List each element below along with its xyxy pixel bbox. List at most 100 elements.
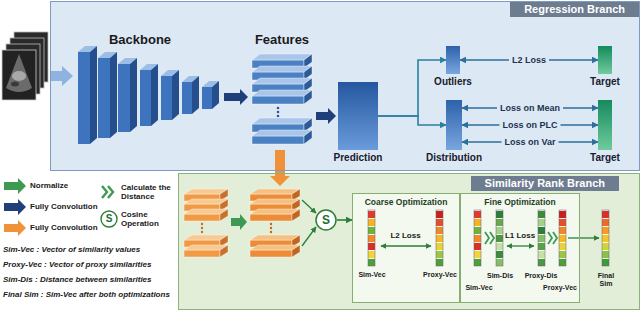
loss-label: L1 Loss xyxy=(505,231,535,240)
panel-ground xyxy=(460,193,580,303)
feature-wire xyxy=(302,227,316,246)
section-label: Features xyxy=(255,33,309,48)
distance-vector xyxy=(538,210,545,266)
branch-title: Similarity Rank Branch xyxy=(471,176,619,191)
legend-chevron xyxy=(108,186,113,198)
operator-symbol: S xyxy=(106,213,113,225)
distance-vector xyxy=(496,210,503,266)
normalized-feature-stack xyxy=(270,223,272,225)
backbone-blocks xyxy=(78,46,219,144)
normalized-feature-stack xyxy=(250,245,300,257)
vector-label: Proxy-Vec xyxy=(543,284,577,292)
feature-wire xyxy=(302,200,316,213)
legend-anchor: Cosine Operation xyxy=(121,210,175,228)
definition-note: Sim-Dis : Distance between similarities xyxy=(3,275,152,284)
loss-arrow xyxy=(507,245,534,246)
legend-chevron xyxy=(102,186,107,198)
proxy-vector xyxy=(436,210,443,266)
cosine-circle-outline xyxy=(316,210,336,230)
panel-ground xyxy=(178,173,640,310)
backbone-blocks xyxy=(212,81,219,109)
ultrasound-stack xyxy=(11,82,19,87)
connector-arrow xyxy=(337,219,352,221)
similarity-vector xyxy=(474,210,481,266)
definition-note: Proxy-Vec : Vector of proxy similarities xyxy=(3,260,151,269)
similarity-vector xyxy=(474,210,481,266)
loss-label: Loss on PLC xyxy=(499,120,560,131)
target-bar: Target xyxy=(598,46,612,74)
label-anchor: Sim-Dis : Distance between similarities xyxy=(3,275,152,284)
bar-label: Prediction xyxy=(334,152,383,164)
distance-chevron xyxy=(485,232,489,244)
label-anchor: Proxy-Vec xyxy=(423,271,457,279)
distance-vector xyxy=(496,210,503,266)
loss-label: Loss on Mean xyxy=(497,103,563,114)
bar-label: Distribution xyxy=(426,152,482,164)
backbone-blocks xyxy=(192,76,199,114)
final-vector xyxy=(602,210,609,266)
bar-label: Target xyxy=(590,152,620,164)
similarity-vector xyxy=(368,210,375,266)
distance-chevron xyxy=(485,232,557,244)
distance-vector xyxy=(496,210,545,266)
vector-label: Proxy-Dis xyxy=(525,272,558,280)
final-vector xyxy=(602,210,609,266)
orange-feature-stack xyxy=(201,223,203,225)
legend-anchor: Normalize xyxy=(30,181,68,190)
input-arrow xyxy=(50,66,73,86)
backbone-blocks xyxy=(90,46,97,144)
loss-label: Loss on Var xyxy=(501,137,558,148)
label-anchor: L1 Loss xyxy=(505,231,535,240)
vector-label: Sim-Vec xyxy=(358,271,385,279)
definition-note: Final Sim : Sim-Vec after both optimizat… xyxy=(3,290,170,299)
similarity-vector xyxy=(368,210,481,266)
label-anchor: S xyxy=(106,213,113,225)
edge-label-anchor: Loss on PLC xyxy=(499,120,560,131)
box-heading: Coarse Optimization xyxy=(365,197,448,208)
bar-label: Target xyxy=(590,76,620,88)
label-anchor: Sim-Dis xyxy=(487,272,513,280)
label-anchor: Final Sim : Sim-Vec after both optimizat… xyxy=(3,290,170,299)
vector-label: Sim-Vec xyxy=(465,284,492,292)
label-anchor: Proxy-Vec xyxy=(543,284,577,292)
similarity-vector xyxy=(368,210,375,266)
target-bar: Target xyxy=(598,100,612,150)
orange-feature-stack xyxy=(184,209,228,221)
vector-label: Sim-Dis xyxy=(487,272,513,280)
backbone-blocks xyxy=(182,82,192,114)
legend-convolution-arrow xyxy=(4,199,26,215)
normalized-feature-stack xyxy=(250,189,300,257)
label-anchor: Proxy-Vec : Vector of proxy similarities xyxy=(3,260,151,269)
orange-feature-stack xyxy=(184,245,228,257)
orange-convolution-arrow xyxy=(270,150,290,186)
feature-stack xyxy=(277,107,280,110)
distance-chevron xyxy=(548,232,552,244)
operator-symbol: S xyxy=(322,214,330,226)
box-heading: Fine Optimization xyxy=(484,197,555,208)
distribution-bar: Distribution xyxy=(446,100,462,150)
legend-cosine-circle xyxy=(101,211,117,227)
legend-normalize-arrow xyxy=(4,178,26,194)
distance-chevron xyxy=(553,232,557,244)
orange-feature-stack xyxy=(201,231,203,233)
label-anchor: Sim-Vec xyxy=(465,284,492,292)
vector-label: Proxy-Vec xyxy=(423,271,457,279)
proxy-vector xyxy=(436,210,566,266)
legend-anchor: Calculate the Distance xyxy=(121,183,175,201)
fully-convolution-arrow xyxy=(224,89,248,105)
backbone-blocks xyxy=(140,70,151,126)
legend-text: Calculate the Distance xyxy=(121,183,175,201)
connector-arrow xyxy=(378,116,446,125)
normalized-feature-stack xyxy=(270,227,272,229)
feature-stack xyxy=(252,54,312,144)
backbone-blocks xyxy=(161,76,172,120)
legend-orange-arrow xyxy=(4,220,26,236)
proxy-vector xyxy=(559,210,566,266)
feature-stack xyxy=(252,90,312,104)
proxy-vector xyxy=(559,210,566,266)
feature-stack xyxy=(252,130,312,144)
edge-label-anchor: Loss on Mean xyxy=(497,103,563,114)
label-anchor: Sim-Vec xyxy=(358,271,385,279)
section-label: Backbone xyxy=(109,33,171,48)
similarity-vector xyxy=(474,210,481,266)
